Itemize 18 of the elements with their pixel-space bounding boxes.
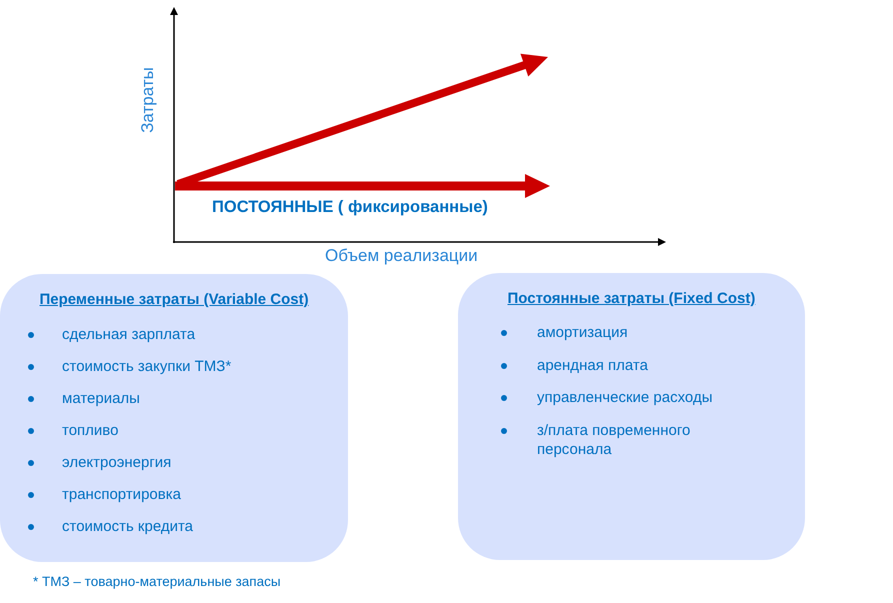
card-heading: Переменные затраты (Variable Cost) <box>40 291 309 308</box>
list-item: материалы <box>62 389 140 408</box>
footnote: * ТМЗ – товарно-материальные запасы <box>33 574 281 589</box>
axis-label: Объем реализации <box>325 246 478 266</box>
list-item: электроэнергия <box>62 453 172 472</box>
list-item: стоимость кредита <box>62 517 194 536</box>
list-item: стоимость закупки ТМЗ* <box>62 357 232 376</box>
list-item: управленческие расходы <box>537 388 712 407</box>
cost-category-card <box>458 273 805 560</box>
card-heading: Постоянные затраты (Fixed Cost) <box>508 290 756 307</box>
list-item: з/плата повременного персонала <box>537 420 692 458</box>
cost-category-card <box>0 274 348 562</box>
list-item: сдельная зарплата <box>62 325 196 344</box>
axis-label: Затраты <box>138 67 158 133</box>
list-item: топливо <box>62 421 118 440</box>
list-item: арендная плата <box>537 356 648 374</box>
list-item: амортизация <box>537 323 628 342</box>
list-item: транспортировка <box>62 485 181 504</box>
